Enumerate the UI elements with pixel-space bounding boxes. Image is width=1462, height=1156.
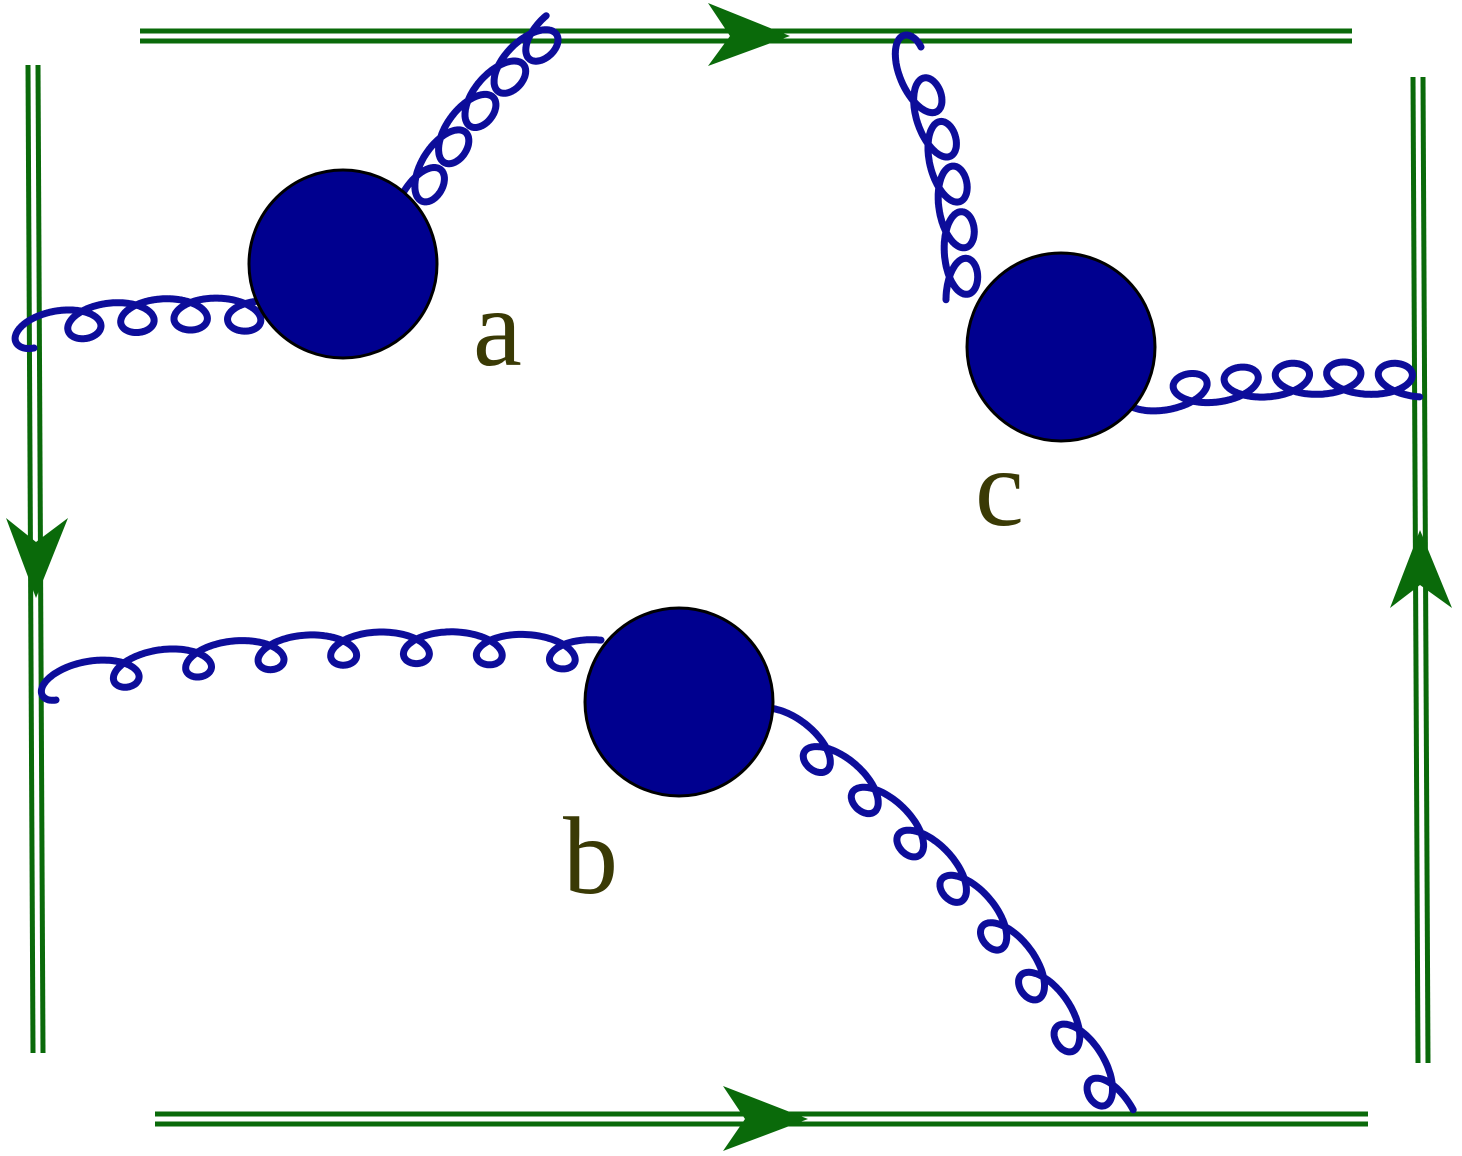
gluon-b-right <box>749 704 1137 1114</box>
label-b: b <box>563 795 618 917</box>
gluon-b-left <box>37 628 605 704</box>
label-a: a <box>473 267 522 389</box>
blob-b <box>583 606 775 798</box>
gluon-a-top <box>390 12 562 246</box>
blob-c <box>965 251 1157 443</box>
label-c: c <box>975 427 1024 549</box>
gluon-a-left <box>11 294 277 353</box>
arrow-left <box>6 518 68 598</box>
wilson-lines <box>25 28 1431 1127</box>
gluon-lines <box>11 12 1424 1114</box>
arrowheads <box>6 3 1452 1151</box>
arrow-bottom <box>723 1086 808 1151</box>
gluon-c-top <box>891 31 982 304</box>
gluon-c-right <box>1118 358 1424 415</box>
arrow-top <box>708 3 790 66</box>
arrow-right <box>1390 530 1452 608</box>
blob-a <box>247 168 439 360</box>
